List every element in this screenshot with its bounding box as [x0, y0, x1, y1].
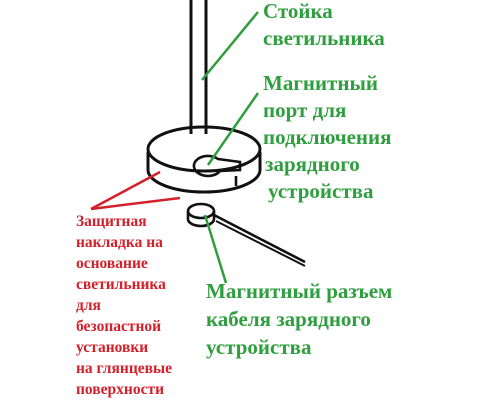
label-magnetic-port-line: подключения — [263, 125, 391, 149]
lamp-base — [146, 125, 262, 194]
label-magnetic-connector-line: кабеля зарядного — [206, 307, 371, 331]
label-magnetic-connector-line: устройства — [206, 335, 312, 359]
label-protective-pad-line: поверхности — [76, 381, 164, 398]
pad-leader-line-1 — [90, 170, 161, 211]
label-magnetic-port-line: устройства — [268, 179, 374, 203]
charging-cable — [213, 213, 306, 264]
label-magnetic-connector-line: Магнитный разъем — [206, 279, 392, 303]
pad-leader-line-2 — [90, 196, 181, 211]
label-protective-pad-line: Защитная — [76, 213, 147, 230]
label-protective-pad-line: установки — [76, 339, 148, 356]
label-stand-line: Стойка — [263, 0, 333, 23]
label-magnetic-port: Магнитный порт для подключения зарядного… — [263, 71, 397, 203]
lamp-base-side — [146, 152, 262, 194]
label-magnetic-connector: Магнитный разъем кабеля зарядного устрой… — [206, 279, 398, 359]
label-protective-pad: Защитная накладка на основание светильни… — [76, 213, 176, 398]
connector-leader-line — [203, 214, 228, 284]
magnetic-connector — [186, 202, 306, 267]
label-stand: Стойка светильника — [263, 0, 385, 50]
port-leader-line — [206, 92, 260, 166]
label-protective-pad-line: накладка на — [76, 234, 163, 251]
label-magnetic-port-line: Магнитный — [263, 71, 378, 95]
label-magnetic-port-line: порт для — [263, 98, 346, 122]
label-magnetic-port-line: зарядного — [265, 152, 360, 176]
label-protective-pad-line: безопастной — [76, 318, 161, 335]
label-protective-pad-line: светильника — [76, 276, 166, 293]
label-stand-line: светильника — [263, 26, 385, 50]
lamp-stand — [189, 0, 208, 134]
lamp-base-top — [146, 125, 262, 173]
label-protective-pad-line: основание — [76, 255, 148, 272]
label-protective-pad-line: на глянцевые — [76, 360, 172, 377]
stand-leader-line — [201, 11, 259, 81]
magnetic-port-slot — [192, 154, 242, 186]
label-protective-pad-line: для — [76, 297, 101, 314]
